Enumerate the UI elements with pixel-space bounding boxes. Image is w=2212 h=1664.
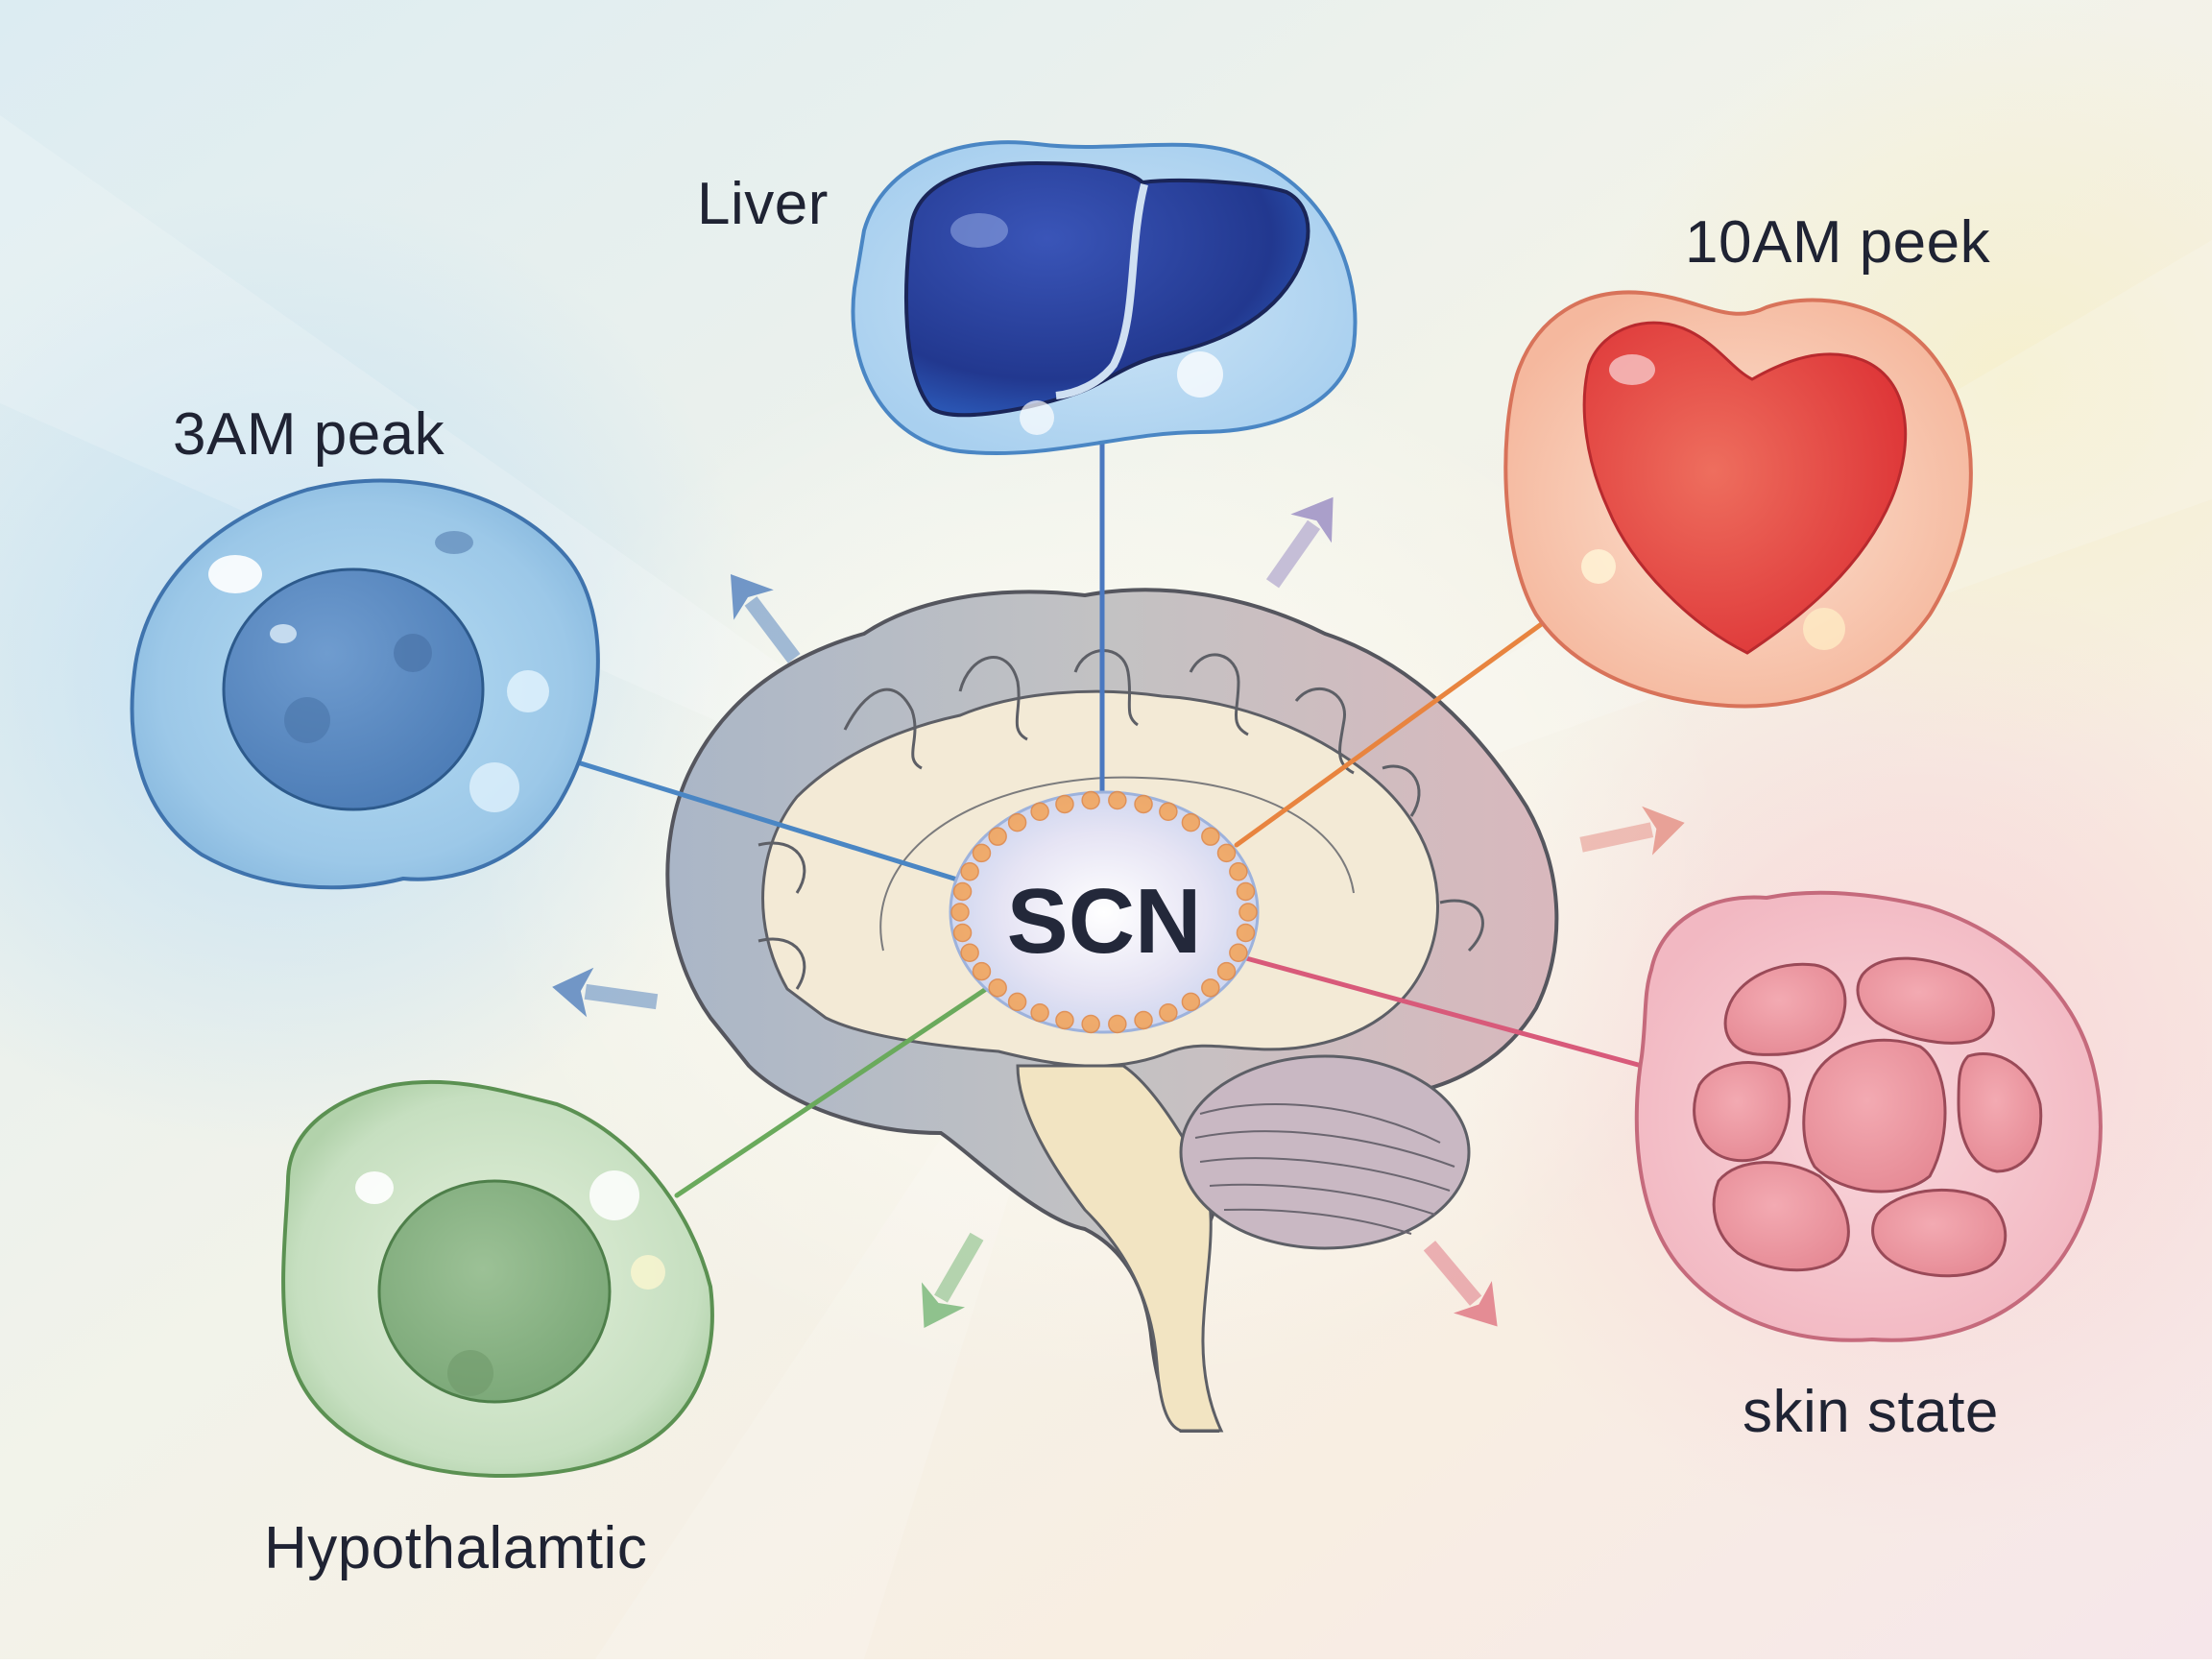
- liver-glow-dot: [1177, 351, 1223, 398]
- scn-bead: [1201, 978, 1220, 998]
- direction-arrows: [552, 496, 1685, 1328]
- brain-gyri: [757, 649, 1484, 990]
- scn-bead: [972, 961, 992, 981]
- scn-bead: [1007, 812, 1027, 832]
- scn-bead: [1201, 827, 1220, 846]
- green-cell-highlight: [355, 1171, 394, 1204]
- scn-bead: [1159, 802, 1178, 822]
- scn-bead: [960, 943, 979, 963]
- scn-bead: [1236, 923, 1256, 943]
- heart-glow-dot: [1803, 608, 1845, 650]
- connector-heart: [1234, 597, 1577, 848]
- label-heart: 10AM peek: [1685, 209, 1991, 276]
- heart-glow-dot: [1581, 549, 1616, 584]
- node-blue-cell[interactable]: [130, 478, 600, 890]
- liver-lobe-divider: [1055, 183, 1148, 399]
- node-skin[interactable]: [1634, 890, 2103, 1342]
- scn-bead: [1030, 802, 1049, 822]
- arrow-down-right-icon: [1423, 1241, 1498, 1327]
- cerebellum-folds: [1194, 1103, 1455, 1235]
- connector-blue-cell: [516, 741, 973, 886]
- node-green-cell[interactable]: [281, 1079, 714, 1478]
- scn-bead: [1134, 1010, 1153, 1030]
- scn-bead: [1007, 992, 1027, 1012]
- connector-lines: [516, 424, 1645, 1198]
- blue-cell-organelle: [284, 697, 330, 743]
- connector-skin: [1243, 955, 1645, 1069]
- scn-bead: [1229, 861, 1248, 881]
- liver-highlight: [950, 213, 1008, 248]
- scn-bead: [950, 903, 970, 922]
- scn-bead: [960, 861, 979, 881]
- node-heart[interactable]: [1503, 290, 1973, 709]
- skin-tissue-icon: [1693, 956, 2043, 1278]
- scn-bead: [1055, 794, 1074, 814]
- scn-bead: [1055, 1010, 1074, 1030]
- blue-cell-highlight: [208, 555, 262, 593]
- blue-cell-organelle: [435, 531, 473, 554]
- arrow-up-right-icon: [1265, 496, 1334, 589]
- scn-body: [949, 790, 1260, 1034]
- scn-bead: [988, 978, 1007, 998]
- liver-glow-dot: [1020, 400, 1054, 435]
- blue-cell-organelle: [394, 634, 432, 672]
- scn-bead: [1108, 790, 1127, 810]
- scn-nucleus[interactable]: [949, 790, 1260, 1034]
- label-skin: skin state: [1743, 1379, 1999, 1445]
- arrow-up-left-icon: [730, 574, 801, 663]
- arrow-left-icon: [552, 967, 659, 1018]
- scn-bead: [1236, 881, 1256, 902]
- scn-bead: [1134, 794, 1153, 814]
- scn-bead: [1159, 1002, 1178, 1023]
- scn-bead: [1238, 903, 1258, 922]
- scn-bead: [1081, 1014, 1100, 1034]
- scn-bead: [1216, 961, 1237, 981]
- node-liver[interactable]: [851, 140, 1358, 456]
- scn-bead: [1030, 1002, 1049, 1023]
- scn-bead: [1108, 1014, 1127, 1034]
- scn-bead: [952, 881, 973, 902]
- scn-bead-ring: [950, 790, 1258, 1034]
- scn-bead: [1081, 790, 1100, 810]
- blue-cell-glow-dot: [507, 670, 549, 712]
- blue-cell-nucleus: [222, 567, 485, 811]
- arrow-right-icon: [1579, 806, 1685, 856]
- scn-bead: [1181, 992, 1201, 1012]
- connector-green-cell: [674, 975, 1006, 1198]
- blue-cell-highlight: [270, 624, 297, 643]
- scn-bead: [972, 843, 992, 863]
- heart-highlight: [1609, 354, 1655, 385]
- label-liver: Liver: [697, 171, 829, 237]
- arrow-down-left-icon: [921, 1232, 984, 1328]
- scn-bead: [1216, 843, 1237, 863]
- green-cell-glow-dot: [631, 1255, 665, 1290]
- label-blue-cell: 3AM peak: [173, 401, 445, 468]
- blue-cell-glow-dot: [469, 762, 519, 812]
- scn-bead: [988, 827, 1007, 846]
- scn-bead: [952, 923, 973, 943]
- scn-label: SCN: [1006, 870, 1202, 973]
- green-cell-organelle: [447, 1350, 493, 1396]
- cerebellum: [1179, 1054, 1471, 1250]
- green-cell-nucleus: [377, 1179, 612, 1404]
- label-green-cell: Hypothalamtic: [264, 1515, 648, 1581]
- scn-bead: [1181, 812, 1201, 832]
- scn-bead: [1229, 943, 1248, 963]
- heart-icon: [1582, 321, 1908, 655]
- green-cell-glow-dot: [589, 1170, 639, 1220]
